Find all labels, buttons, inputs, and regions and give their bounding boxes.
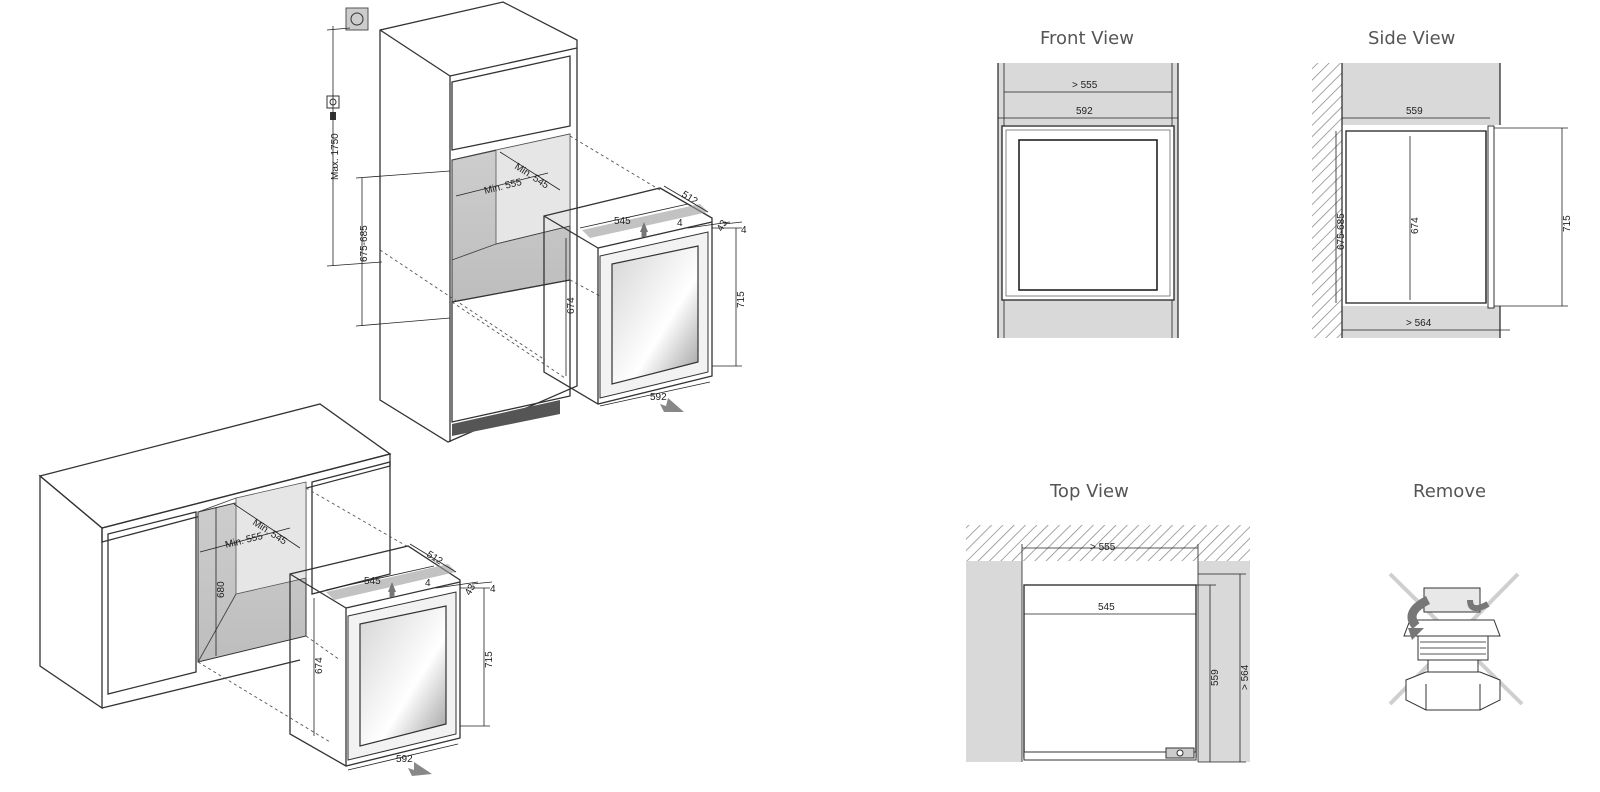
door-offset-label: 43	[715, 218, 730, 234]
appliance-top-width-label: 545	[614, 216, 631, 227]
tall-cabinet-installation: Max. 1750 675-685 Min. 555 Min. 545	[326, 1, 747, 443]
uc-gap-b-label: 4	[490, 584, 496, 595]
uc-appliance-width-label: 592	[396, 754, 413, 765]
appliance-width-label: 592	[650, 392, 667, 403]
side-niche-depth-label: > 564	[1406, 318, 1432, 329]
gap-b-label: 4	[741, 225, 747, 236]
front-width-label: 592	[1076, 106, 1093, 117]
power-socket-icon	[345, 7, 369, 31]
side-depth-label: 559	[1406, 106, 1423, 117]
uc-appliance-depth-label: 512	[424, 549, 444, 567]
uc-total-height-label: 715	[484, 651, 495, 668]
uc-appliance-height-label: 674	[314, 657, 325, 674]
remove-title: Remove	[1413, 481, 1486, 502]
gap-label: 4	[677, 218, 683, 229]
front-view-title: Front View	[1040, 28, 1134, 49]
side-niche-height-label: 675-685	[1336, 213, 1347, 250]
under-counter-installation: Min. 555 Min. 545 680 545 512 4 43 4 674…	[38, 403, 496, 776]
niche-height-label: 675-685	[359, 225, 370, 262]
uc-gap-label: 4	[425, 578, 431, 589]
uc-push-arrow-icon	[408, 762, 432, 776]
transport-screw-icon	[1388, 572, 1524, 711]
side-total-height-label: 715	[1562, 215, 1573, 232]
uc-niche-height-label: 680	[216, 581, 227, 598]
top-view-title: Top View	[1049, 481, 1129, 502]
top-view: Top View > 555 545 559 > 564	[966, 481, 1251, 763]
top-niche-width-label: > 555	[1090, 542, 1116, 553]
front-view: Front View > 555 592	[997, 28, 1179, 338]
top-niche-depth-label: > 564	[1240, 664, 1251, 690]
top-body-width-label: 545	[1098, 602, 1115, 613]
remove-view: Remove	[1388, 481, 1524, 711]
push-arrow-icon	[660, 398, 684, 412]
front-niche-width-label: > 555	[1072, 80, 1098, 91]
side-view: Side View 559 675-685 674 715 > 564	[1312, 28, 1573, 338]
uc-appliance-top-width-label: 545	[364, 576, 381, 587]
appliance-height-label: 674	[566, 297, 577, 314]
side-body-height-label: 674	[1410, 217, 1421, 234]
glass-door	[611, 245, 699, 385]
uc-door-offset-label: 43	[463, 582, 478, 598]
total-height-label: 715	[736, 291, 747, 308]
uc-glass-door	[359, 605, 447, 747]
hinge-icon	[1165, 747, 1195, 759]
max-height-label: Max. 1750	[330, 133, 341, 180]
side-view-title: Side View	[1368, 28, 1455, 49]
top-body-depth-label: 559	[1210, 669, 1221, 686]
